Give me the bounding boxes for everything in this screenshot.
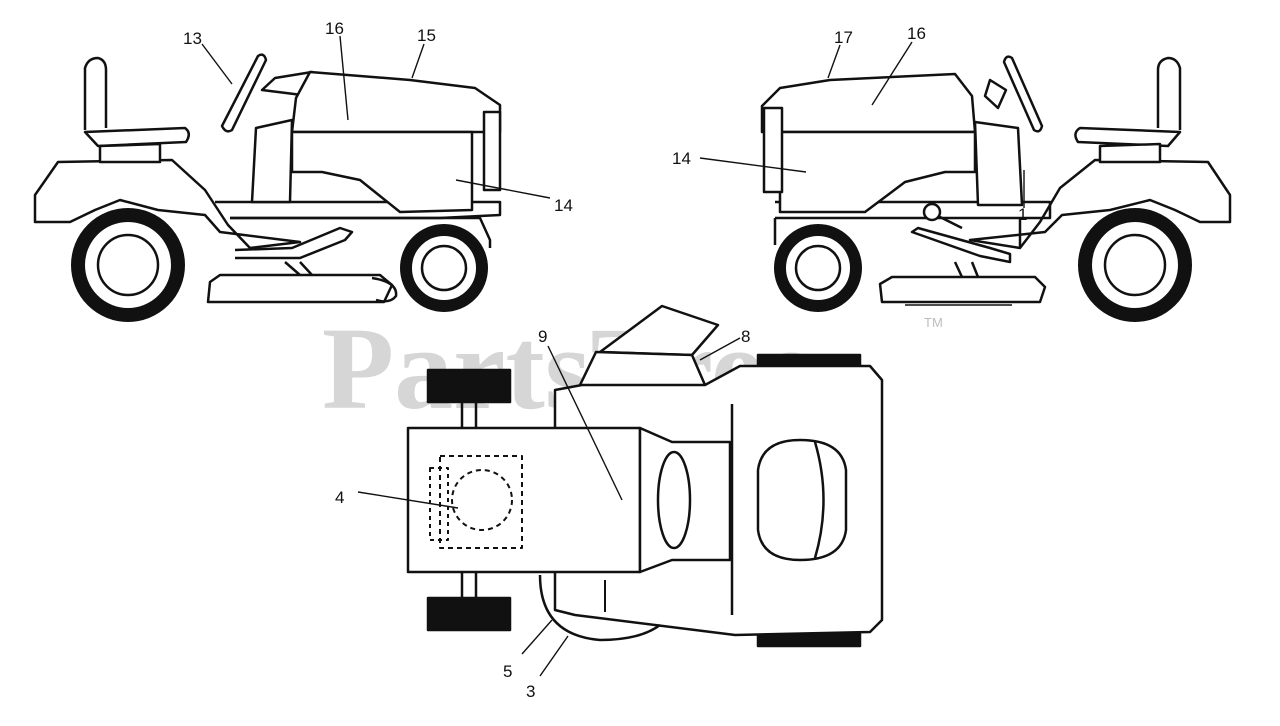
mower-deck	[878, 275, 1047, 304]
seat-back	[83, 56, 108, 130]
mower-left-side-view	[33, 53, 502, 322]
front-wheel	[400, 224, 488, 312]
axle-upper	[460, 402, 478, 428]
deck-arc	[538, 574, 661, 642]
callout-15: 15	[417, 26, 436, 45]
rear-tire-lower	[426, 596, 512, 632]
frame-lower	[773, 218, 1022, 248]
callout-3: 3	[526, 682, 535, 701]
steering-column	[973, 120, 1024, 207]
callout-16-right: 16	[907, 24, 926, 43]
callout-14-right: 14	[672, 149, 691, 168]
hood-bubble	[756, 438, 848, 562]
seat-base	[98, 142, 162, 164]
leader-16-right	[871, 41, 913, 106]
callout-9: 9	[538, 327, 547, 346]
rear-wheel	[1078, 208, 1192, 322]
callout-5: 5	[503, 662, 512, 681]
seat-base	[1098, 142, 1162, 164]
hood	[760, 72, 977, 134]
frame-lower	[230, 216, 492, 248]
deck-hanger	[284, 261, 313, 276]
hood	[290, 70, 502, 134]
deck-hanger	[953, 261, 980, 278]
callout-4: 4	[335, 488, 344, 507]
leader-14-right	[699, 157, 807, 173]
leader-16-left	[339, 35, 349, 121]
watermark-trademark: TM	[924, 315, 943, 330]
dash-panel	[983, 78, 1008, 110]
seat-circle	[451, 469, 513, 531]
callouts: 13 16 15 14 17 16 14 1 9 8 4 5 3	[183, 19, 1027, 701]
leader-5	[521, 619, 553, 655]
seat-back	[1156, 56, 1182, 130]
callout-1: 1	[1018, 205, 1027, 224]
seat-cushion	[83, 126, 190, 148]
leader-9	[547, 345, 623, 501]
callout-8: 8	[741, 327, 750, 346]
leader-8	[699, 337, 741, 361]
steering-column	[250, 118, 294, 204]
grille	[482, 110, 502, 192]
leader-lines	[201, 35, 1025, 677]
rear-wheel	[71, 208, 185, 322]
rear-body	[406, 426, 642, 574]
seat-cushion	[1074, 126, 1182, 148]
front-tire-lower	[756, 632, 862, 648]
chute-base	[578, 350, 707, 386]
axle-lower	[460, 572, 478, 598]
leader-15	[411, 43, 425, 79]
leader-14-left	[455, 179, 551, 199]
callout-17: 17	[834, 28, 853, 47]
callout-16-left: 16	[325, 19, 344, 38]
callout-14-left: 14	[554, 196, 573, 215]
hood-side-panel	[778, 130, 977, 214]
steering-wheel	[220, 53, 268, 133]
leader-3	[539, 635, 569, 677]
front-wheel	[774, 224, 862, 312]
lift-lever-knob	[922, 202, 942, 222]
mower-top-view	[406, 304, 884, 648]
grille	[762, 106, 784, 194]
seat-outline	[439, 455, 523, 549]
hood-bubble-inner	[813, 441, 825, 559]
rear-fender	[33, 158, 302, 250]
side-frame	[775, 200, 1052, 220]
rear-fender	[968, 158, 1232, 250]
steering-wheel	[1002, 55, 1044, 133]
hood-side-panel	[290, 130, 474, 214]
deck-lift	[234, 226, 354, 260]
mower-right-side-view	[760, 55, 1232, 322]
discharge-cable	[371, 276, 398, 303]
leader-13	[201, 43, 233, 85]
leader-17	[827, 44, 841, 79]
lift-lever	[937, 214, 963, 230]
rear-tire-upper	[426, 368, 512, 404]
leader-4	[357, 491, 459, 509]
callout-13: 13	[183, 29, 202, 48]
steering-ring	[656, 450, 692, 550]
deck-lift	[910, 226, 1012, 264]
mower-deck	[206, 273, 394, 304]
